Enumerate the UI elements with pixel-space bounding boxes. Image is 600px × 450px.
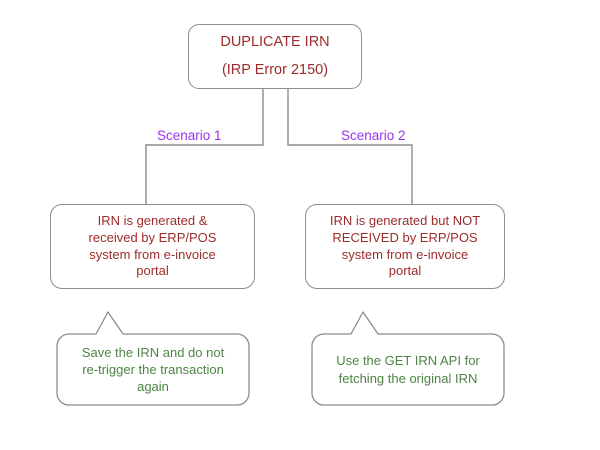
callout-scenario-2-resolution: Use the GET IRN API for fetching the ori… <box>311 311 505 406</box>
node-scenario-2-condition: IRN is generated but NOT RECEIVED by ERP… <box>305 204 505 289</box>
node-scenario-1-condition: IRN is generated & received by ERP/POS s… <box>50 204 255 289</box>
callout-scenario-1-resolution: Save the IRN and do not re-trigger the t… <box>56 311 250 406</box>
callout-scenario-2-text: Use the GET IRN API for fetching the ori… <box>312 334 504 405</box>
node-scenario-1-line-4: portal <box>136 263 169 279</box>
edge-label-scenario-1: Scenario 1 <box>155 128 224 143</box>
callout-scenario-1-text: Save the IRN and do not re-trigger the t… <box>57 334 249 405</box>
callout-bubble-shape <box>311 311 505 406</box>
node-scenario-2-line-4: portal <box>388 263 422 279</box>
node-scenario-1-line-1: IRN is generated & <box>97 212 208 228</box>
node-scenario-2-line-1: IRN is generated but NOT <box>329 212 481 228</box>
callout-scenario-2-line-2: fetching the original IRN <box>338 370 478 386</box>
node-duplicate-irn-line-2: (IRP Error 2150) <box>221 61 329 78</box>
callout-scenario-1-line-2: re-trigger the transaction <box>82 361 224 377</box>
edge-root-to-scenario2 <box>287 89 413 204</box>
node-scenario-1-line-3: system from e-invoice <box>89 246 216 262</box>
edge-root-to-scenario1 <box>145 89 264 204</box>
callout-scenario-1-line-3: again <box>137 379 169 395</box>
node-duplicate-irn: DUPLICATE IRN (IRP Error 2150) <box>188 24 362 89</box>
node-scenario-2-line-2: RECEIVED by ERP/POS <box>332 229 478 245</box>
node-scenario-1-line-2: received by ERP/POS <box>88 229 217 245</box>
callout-bubble-shape <box>56 311 250 406</box>
node-duplicate-irn-line-1: DUPLICATE IRN <box>220 34 330 51</box>
node-scenario-2-line-3: system from e-invoice <box>341 246 469 262</box>
edge-label-scenario-2: Scenario 2 <box>339 128 408 143</box>
callout-scenario-2-line-1: Use the GET IRN API for <box>336 353 480 369</box>
callout-scenario-1-line-1: Save the IRN and do not <box>81 344 225 360</box>
